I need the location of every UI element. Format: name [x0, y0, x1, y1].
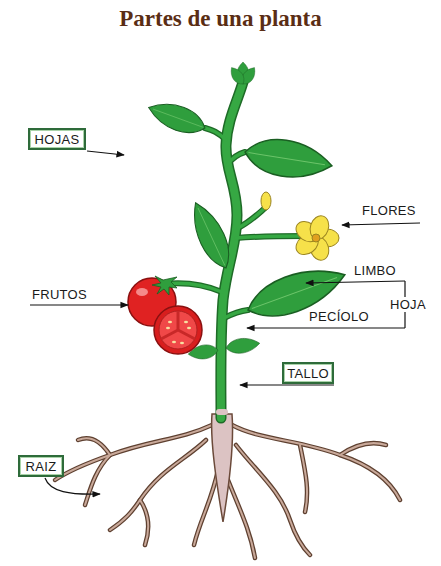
part-label: PECÍOLO	[309, 309, 369, 324]
part-label: LIMBO	[354, 263, 396, 278]
leader-line	[342, 223, 420, 225]
root	[78, 438, 110, 455]
seed	[187, 327, 191, 330]
flower-bud	[261, 192, 271, 210]
seed	[180, 342, 184, 345]
root	[228, 480, 255, 558]
root	[55, 425, 212, 480]
branch	[227, 152, 245, 165]
branch	[236, 236, 305, 238]
petiole	[224, 310, 248, 318]
diagram-title: Partes de una planta	[0, 6, 441, 32]
root	[194, 470, 218, 545]
part-name: RAIZ	[26, 459, 57, 474]
leaf	[184, 197, 237, 273]
root	[236, 445, 310, 555]
branch	[205, 128, 226, 140]
root	[194, 470, 218, 545]
leaf-ribs	[153, 109, 337, 308]
part-box: HOJAS	[28, 128, 86, 150]
leader-line	[30, 304, 128, 305]
part-label: HOJA	[389, 297, 427, 312]
part-name: TALLO	[287, 366, 329, 381]
leaf	[225, 336, 261, 355]
root	[85, 455, 110, 505]
root	[300, 445, 307, 512]
leaf-rib	[153, 109, 203, 127]
taproot	[212, 414, 233, 522]
tomato-highlight	[136, 288, 148, 296]
root	[78, 438, 110, 455]
seed	[166, 327, 170, 330]
root	[300, 445, 307, 512]
leaf-rib	[248, 153, 324, 165]
tomato-septa	[161, 311, 195, 339]
fruits	[128, 276, 202, 354]
root	[140, 500, 148, 545]
root	[232, 425, 400, 500]
leaf	[242, 134, 335, 184]
branch	[205, 128, 226, 140]
tomato-cut	[154, 306, 202, 354]
flower-center	[312, 234, 320, 242]
petiole	[224, 310, 248, 318]
branch	[236, 236, 305, 238]
root	[228, 480, 255, 558]
root	[140, 500, 148, 545]
seed	[168, 321, 172, 324]
leader-line	[306, 281, 405, 283]
leader-line	[45, 478, 100, 494]
seed	[172, 341, 176, 344]
root	[340, 443, 386, 455]
root	[232, 425, 400, 500]
tomato-seeds	[166, 321, 191, 345]
leader-line	[240, 384, 334, 385]
tomato-flesh	[159, 311, 197, 349]
root-collar	[219, 409, 225, 415]
part-box: TALLO	[282, 362, 334, 384]
bud-leaf	[227, 65, 247, 87]
branch	[238, 208, 265, 228]
leader-line	[247, 327, 405, 328]
roots	[55, 414, 400, 558]
petal	[307, 213, 332, 241]
part-name: HOJAS	[35, 132, 80, 147]
leaf-rib	[198, 208, 225, 265]
flower	[261, 192, 339, 263]
leader-lines	[30, 151, 420, 494]
root	[236, 445, 310, 555]
leader-line	[87, 151, 124, 155]
root	[110, 440, 206, 530]
part-label: FLORES	[362, 203, 416, 218]
root	[340, 443, 386, 455]
leaf	[144, 96, 209, 139]
tomato-sepal	[152, 276, 177, 295]
part-box: RAIZ	[18, 455, 64, 477]
root	[110, 440, 206, 530]
branch	[238, 208, 265, 228]
part-label: FRUTOS	[32, 287, 87, 302]
seed	[184, 321, 188, 324]
